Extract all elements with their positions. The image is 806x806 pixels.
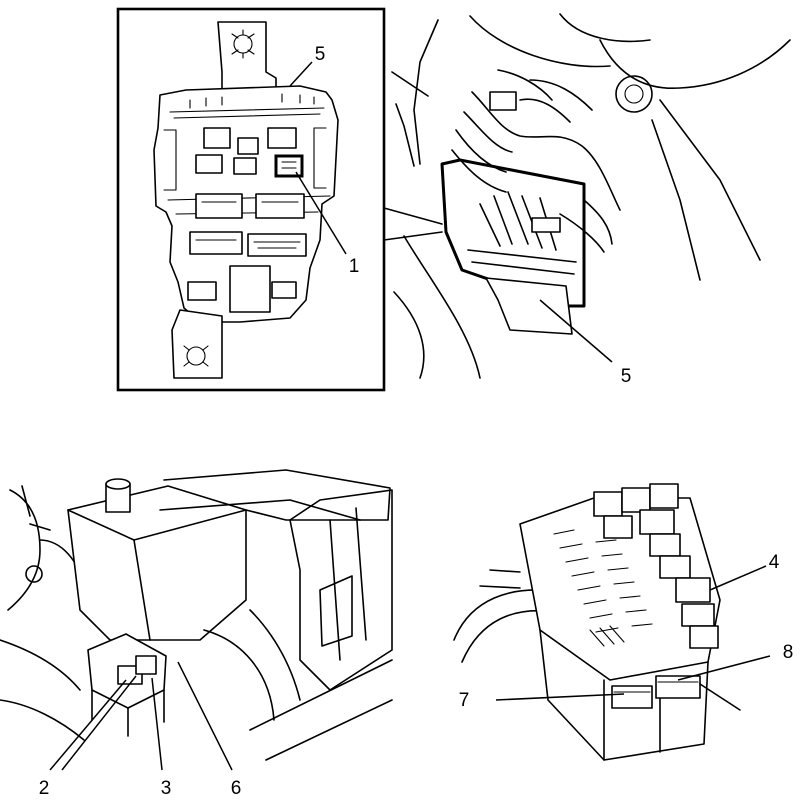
inset-fuse-b: [233, 157, 257, 175]
relay-10: [689, 625, 719, 649]
mount-hole-bottom: [186, 346, 206, 366]
relay-2: [621, 487, 651, 513]
leader-8: [677, 655, 771, 681]
inset-connector-2: [255, 193, 305, 219]
upper-mount-tab: [217, 21, 277, 93]
fuse-7: [611, 685, 653, 709]
inset-relay-2: [267, 127, 297, 149]
inset-fuse-1-highlight: [274, 154, 304, 178]
inset-large-socket: [229, 265, 271, 313]
relay-1: [593, 491, 623, 517]
engine-bay-fuse-box-base: [485, 277, 573, 335]
battery-panel: 2 3 6: [0, 469, 393, 799]
inset-relay-1: [203, 127, 231, 149]
relay-9: [681, 603, 715, 627]
callout-8: 8: [783, 642, 794, 663]
inset-connector-4: [247, 233, 307, 257]
callout-2: 2: [39, 778, 50, 799]
battery-fuse-3: [135, 655, 157, 675]
inset-relay-3: [195, 154, 223, 174]
leader-7: [495, 693, 625, 701]
leader-4: [709, 565, 767, 591]
callout-6: 6: [231, 778, 242, 799]
leader-6: [177, 661, 233, 771]
callout-1: 1: [349, 256, 360, 277]
engine-bay-fuse-box-outline: [440, 158, 586, 308]
inset-connector-3: [189, 231, 243, 255]
callout-4: 4: [769, 552, 780, 573]
relay-7: [659, 555, 691, 579]
leader-2: [49, 675, 137, 771]
inset-small-connector-2: [271, 281, 297, 299]
callout-5-bay: 5: [621, 366, 632, 387]
leader-1: [295, 171, 347, 255]
callout-5-top: 5: [315, 44, 326, 65]
relay-6: [649, 533, 681, 557]
inset-fuse-block-panel: 5 1: [116, 7, 443, 392]
bay-connector-a: [489, 91, 517, 111]
callout-7: 7: [459, 690, 470, 711]
leader-5-bay: [539, 299, 613, 363]
relay-5: [639, 509, 675, 535]
inset-small-connector-1: [187, 281, 217, 301]
inset-connector-1: [195, 193, 243, 219]
leader-5-top: [289, 61, 313, 87]
callout-3: 3: [161, 778, 172, 799]
battery-case: [67, 485, 247, 641]
inset-fuse-a: [237, 137, 259, 155]
engine-bay-panel: 5: [391, 13, 791, 387]
leader-3: [151, 677, 163, 771]
relay-4: [603, 515, 633, 539]
bay-connector-b: [531, 217, 561, 233]
engine-bay-round-cap: [615, 75, 653, 113]
lower-mount-tab: [171, 309, 223, 379]
relay-block-panel: 4 8 7: [453, 483, 794, 761]
relay-3: [649, 483, 679, 509]
inset-pointer: [383, 207, 443, 241]
relay-8: [675, 577, 711, 603]
